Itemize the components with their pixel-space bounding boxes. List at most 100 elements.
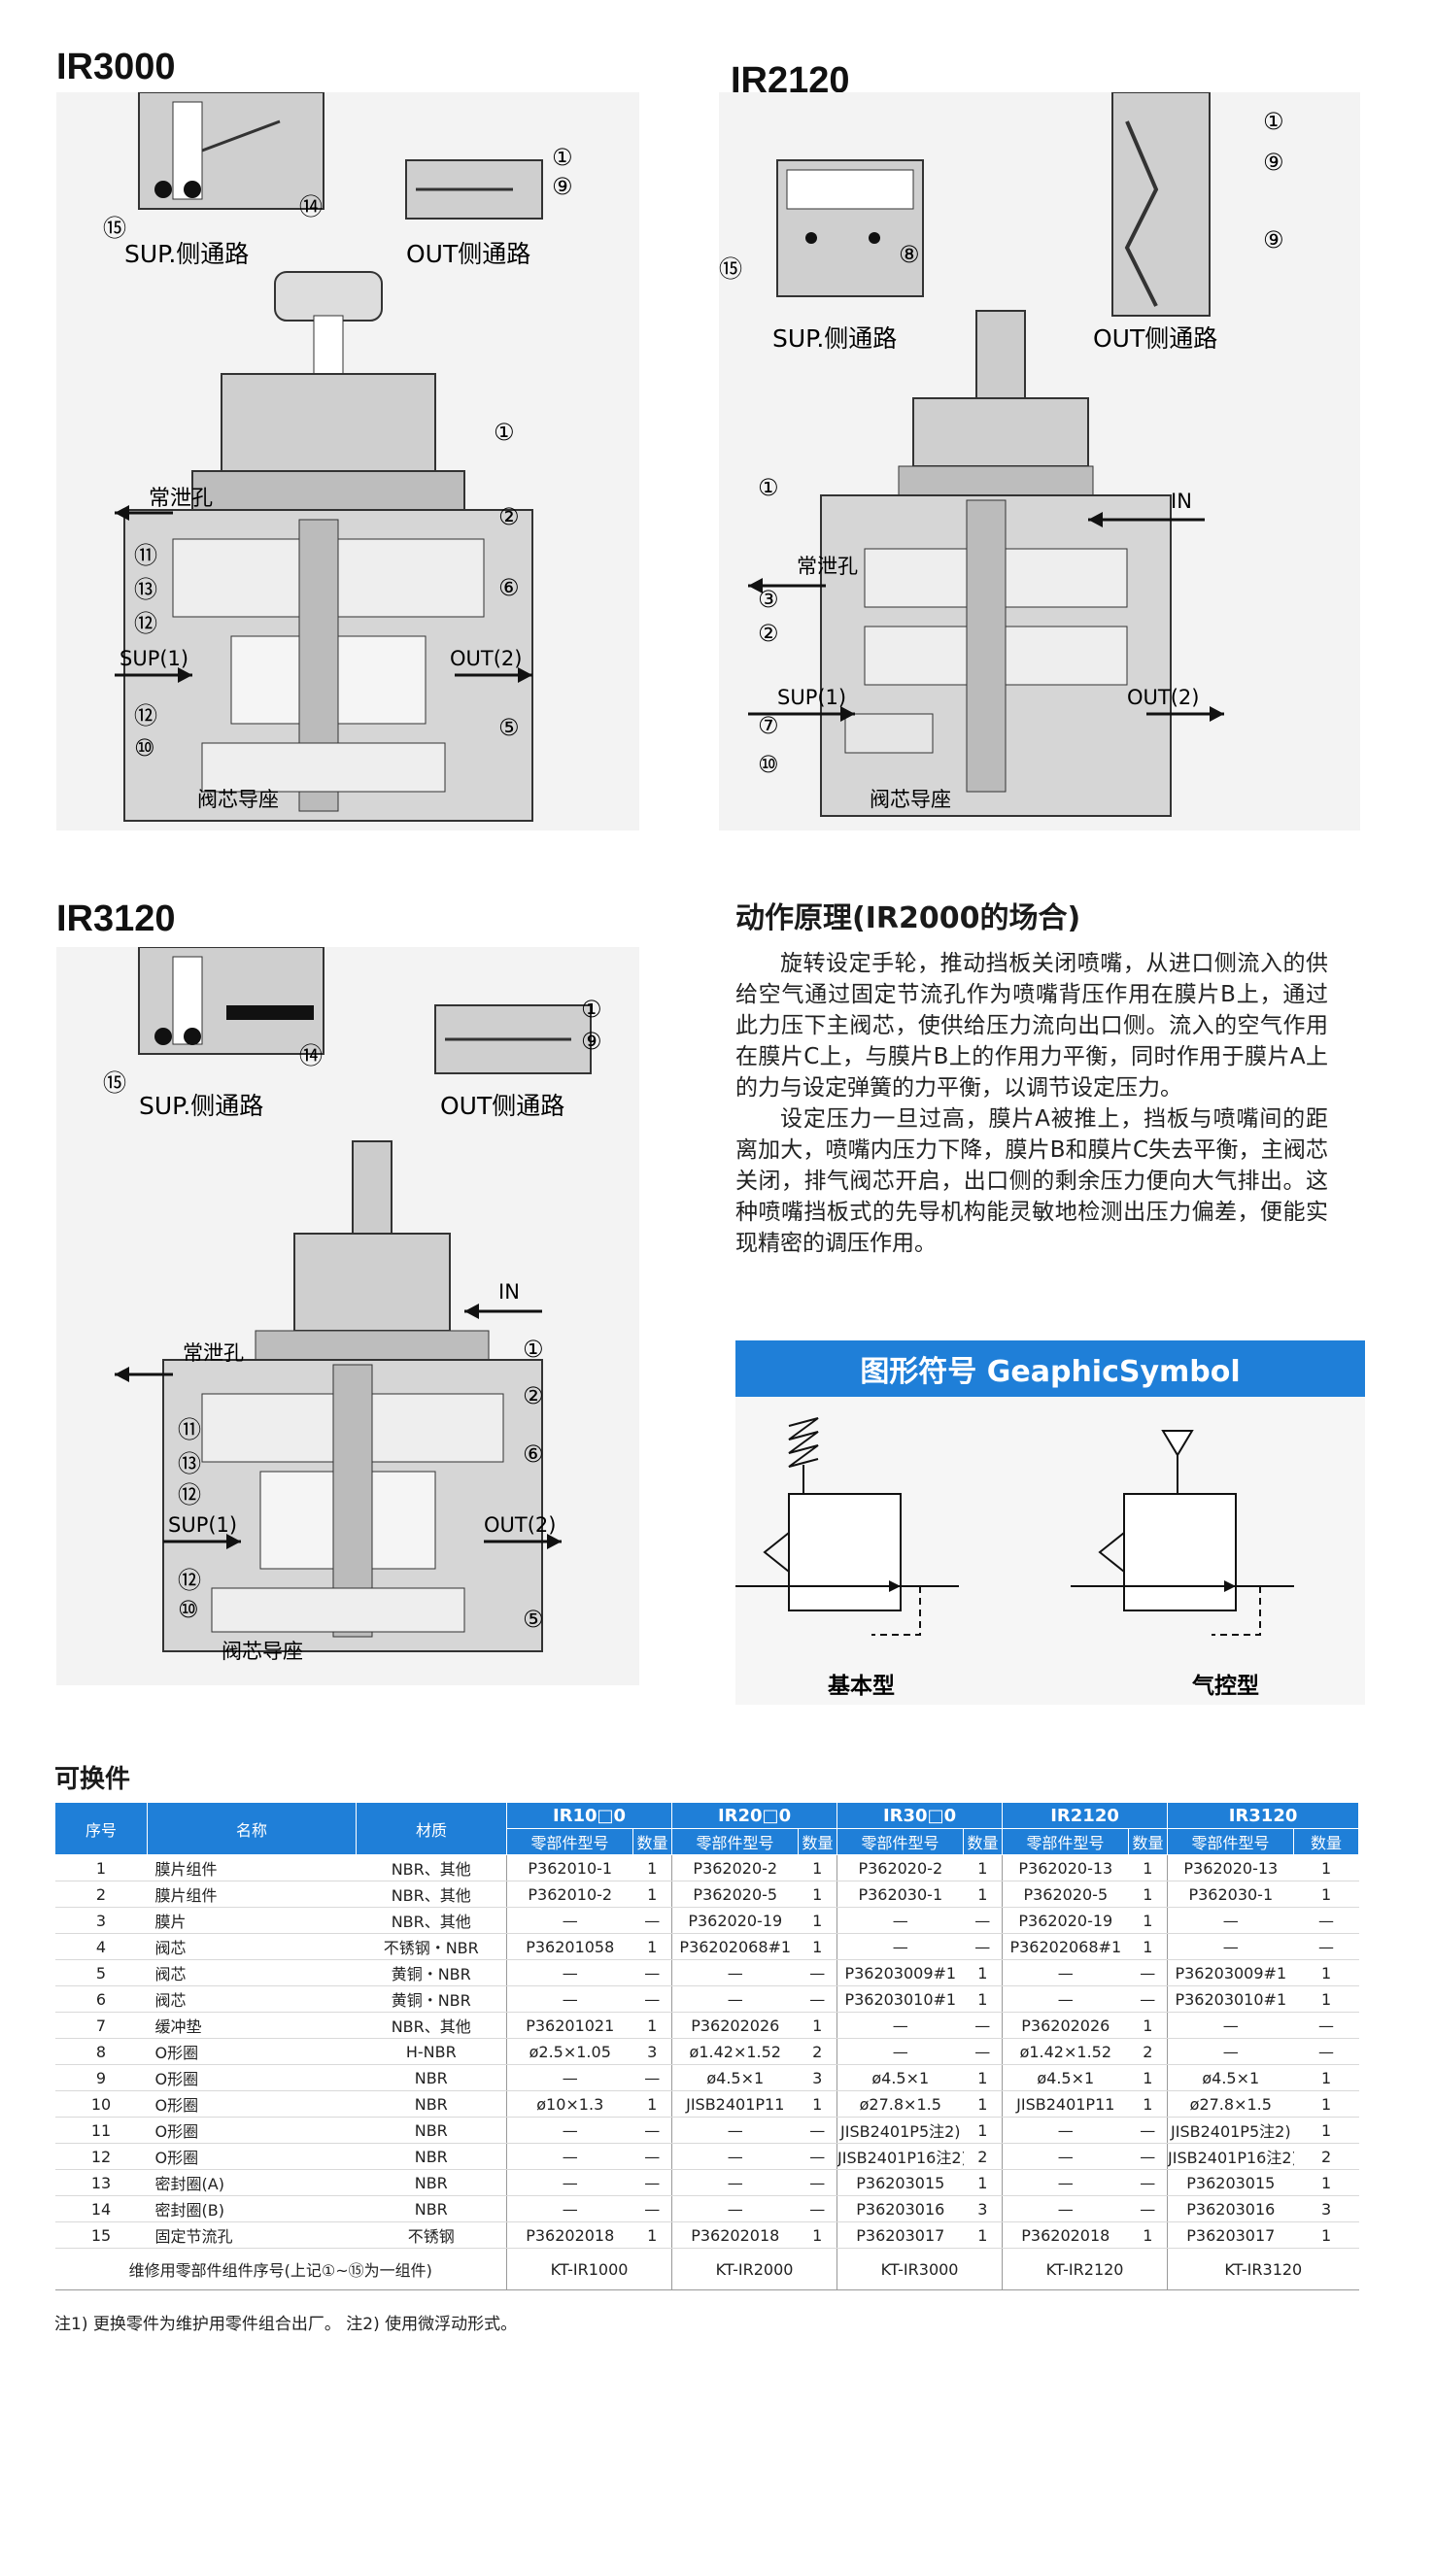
cell-ir20x0-part: P362020-5 — [671, 1881, 799, 1908]
cell-ir2120-qty: — — [1128, 1959, 1168, 1986]
ir3120-callout-12b: ⑫ — [178, 1567, 201, 1594]
pilot-type-symbol: 气控型 — [1071, 1430, 1294, 1699]
ir3120-callout-9: ⑨ — [581, 1028, 602, 1055]
ir3120-callout-6: ⑥ — [523, 1441, 544, 1468]
cell-ir10x0-qty: 1 — [632, 2090, 672, 2118]
cell-ir3120-part: ø27.8×1.5 — [1167, 2090, 1294, 2118]
cell-ir30x0-part: P362020-2 — [836, 1854, 964, 1881]
header-group-ir20x0: IR20□0 — [671, 1802, 838, 1829]
ir3000-callout-14: ⑭ — [299, 193, 323, 220]
cell-ir30x0-part: — — [836, 1933, 964, 1960]
ir3000-valve-guide-label: 阀芯导座 — [197, 788, 279, 811]
kit-ir3120: KT-IR3120 — [1167, 2248, 1359, 2290]
header-qty: 数量 — [963, 1828, 1004, 1855]
ir3000-callout-1: ① — [494, 419, 515, 446]
cell-ir2120-part: P36202068#1 — [1002, 1933, 1129, 1960]
kit-ir1000: KT-IR1000 — [505, 2248, 672, 2290]
cell-no: 11 — [54, 2117, 148, 2144]
cell-ir2120-qty: 1 — [1128, 2090, 1168, 2118]
kit-row: 维修用零部件组件序号(上记①~⑮为一组件) KT-IR1000 KT-IR200… — [54, 2248, 1359, 2290]
ir3120-callout-1: ① — [523, 1336, 544, 1363]
cell-ir3120-qty: 1 — [1293, 1881, 1359, 1908]
cell-ir3120-qty: 2 — [1293, 2143, 1359, 2170]
cell-no: 9 — [54, 2064, 148, 2091]
cell-ir10x0-part: — — [506, 2143, 633, 2170]
cell-ir3120-part: P36203009#1 — [1167, 1959, 1294, 1986]
ir3120-valve-guide-label: 阀芯导座 — [222, 1640, 303, 1663]
ir3000-diagram: SUP.侧通路 ⑮ ⑭ OUT侧通路 ① ⑨ 常泄孔 SUP(1) OUT(2)… — [103, 92, 573, 822]
ir3000-callout-2: ② — [498, 503, 520, 530]
cell-ir30x0-part: P36203009#1 — [836, 1959, 964, 1986]
cell-ir30x0-qty: — — [963, 1907, 1003, 1934]
cell-no: 6 — [54, 1985, 148, 2013]
basic-type-symbol: 基本型 — [735, 1417, 959, 1699]
cell-name: 密封圈(A) — [147, 2169, 357, 2196]
cell-ir20x0-qty: 1 — [798, 1881, 837, 1908]
cell-material: NBR — [356, 2195, 507, 2222]
cell-ir2120-qty: — — [1128, 1985, 1168, 2013]
cell-ir10x0-part: — — [506, 1985, 633, 2013]
cell-ir3120-part: ø4.5×1 — [1167, 2064, 1294, 2091]
cell-name: O形圈 — [147, 2143, 357, 2170]
cell-no: 4 — [54, 1933, 148, 1960]
cell-ir20x0-qty: — — [798, 1959, 837, 1986]
cell-ir10x0-part: P362010-1 — [506, 1854, 633, 1881]
cell-ir2120-part: ø4.5×1 — [1002, 2064, 1129, 2091]
cell-ir30x0-part: P36203017 — [836, 2221, 964, 2249]
ir3120-in-label: IN — [498, 1280, 520, 1304]
basic-type-label: 基本型 — [828, 1674, 895, 1699]
cell-ir2120-part: — — [1002, 1959, 1129, 1986]
ir3120-callout-11: ⑪ — [178, 1416, 201, 1443]
cell-ir2120-part: P36202018 — [1002, 2221, 1129, 2249]
cell-ir2120-qty: — — [1128, 2169, 1168, 2196]
cell-ir20x0-qty: — — [798, 2143, 837, 2170]
ir2120-callout-9b: ⑨ — [1263, 226, 1284, 254]
ir3000-callout-9: ⑨ — [552, 173, 573, 200]
cell-ir2120-part: P362020-19 — [1002, 1907, 1129, 1934]
header-part-no: 零部件型号 — [1002, 1828, 1130, 1855]
kit-label: 维修用零部件组件序号(上记①~⑮为一组件) — [54, 2248, 507, 2290]
cell-no: 13 — [54, 2169, 148, 2196]
cell-name: 阀芯 — [147, 1985, 357, 2013]
header-qty: 数量 — [798, 1828, 838, 1855]
ir3000-callout-12a: ⑫ — [134, 610, 157, 637]
cell-name: 阀芯 — [147, 1933, 357, 1960]
cell-ir2120-qty: 1 — [1128, 2064, 1168, 2091]
cell-ir2120-qty: 1 — [1128, 1854, 1168, 1881]
cell-no: 3 — [54, 1907, 148, 1934]
cell-ir20x0-qty: — — [798, 1985, 837, 2013]
cell-ir20x0-part: — — [671, 1959, 799, 1986]
cell-ir2120-part: JISB2401P11 — [1002, 2090, 1129, 2118]
cell-ir2120-qty: — — [1128, 2195, 1168, 2222]
cell-ir30x0-part: P36203015 — [836, 2169, 964, 2196]
cell-ir30x0-qty: 1 — [963, 2221, 1003, 2249]
cell-material: 黄铜・NBR — [356, 1985, 507, 2013]
cell-ir30x0-qty: 1 — [963, 1854, 1003, 1881]
cell-ir30x0-qty: 1 — [963, 1881, 1003, 1908]
kit-ir2120: KT-IR2120 — [1002, 2248, 1168, 2290]
cell-ir30x0-qty: — — [963, 2038, 1003, 2065]
ir3000-sup-side-label: SUP.侧通路 — [124, 240, 249, 268]
ir2120-callout-9a: ⑨ — [1263, 149, 1284, 176]
ir2120-sup-side-label: SUP.侧通路 — [772, 324, 897, 353]
cell-ir2120-part: — — [1002, 1985, 1129, 2013]
ir3120-out-label: OUT(2) — [484, 1513, 556, 1537]
cell-ir3120-part: — — [1167, 1933, 1294, 1960]
cell-material: H-NBR — [356, 2038, 507, 2065]
cell-name: 阀芯 — [147, 1959, 357, 1986]
cell-ir20x0-qty: 1 — [798, 2090, 837, 2118]
ir3000-out-label: OUT(2) — [450, 647, 522, 670]
cell-ir30x0-qty: — — [963, 2012, 1003, 2039]
cell-no: 1 — [54, 1854, 148, 1881]
cell-ir30x0-part: ø4.5×1 — [836, 2064, 964, 2091]
cell-ir2120-qty: 1 — [1128, 2221, 1168, 2249]
cell-ir3120-qty: 1 — [1293, 2169, 1359, 2196]
cell-ir3120-part: JISB2401P5注2) — [1167, 2117, 1294, 2144]
cell-ir3120-part: — — [1167, 2012, 1294, 2039]
graphic-symbol-header: 图形符号 GeaphicSymbol — [735, 1340, 1365, 1397]
cell-ir10x0-part: ø10×1.3 — [506, 2090, 633, 2118]
cell-ir3120-part: — — [1167, 2038, 1294, 2065]
